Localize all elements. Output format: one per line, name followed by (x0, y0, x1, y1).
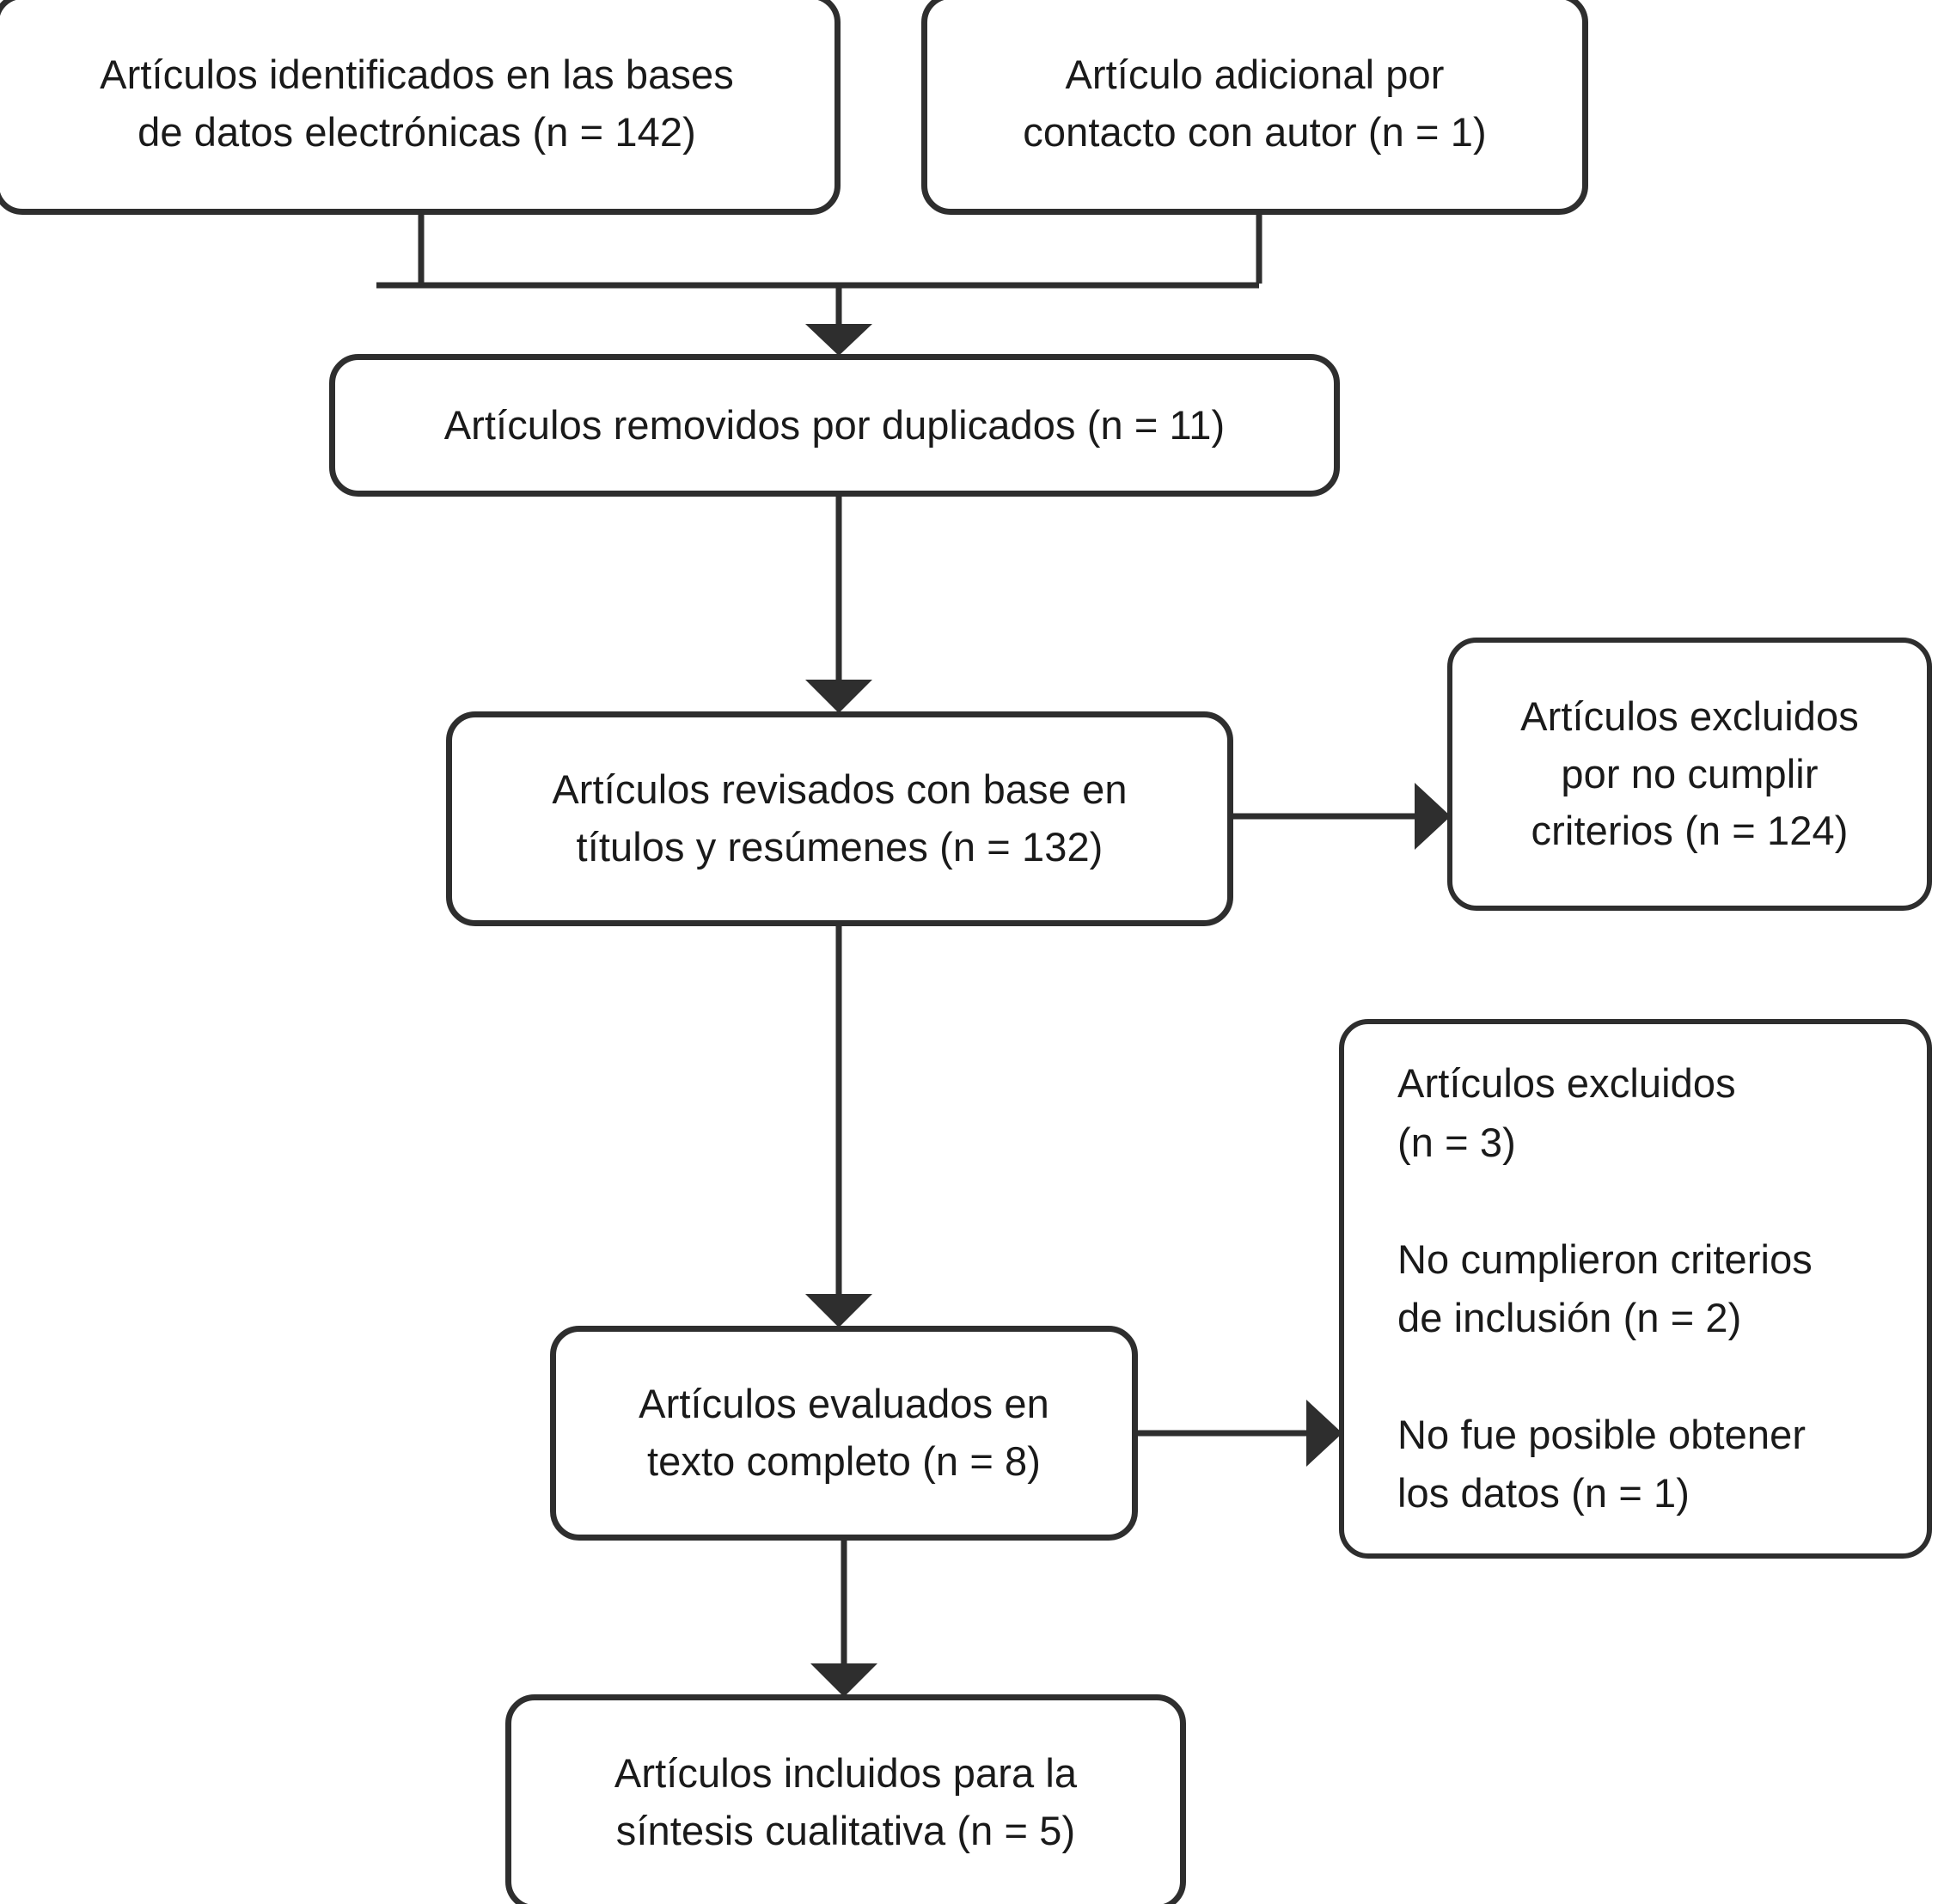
node-duplicates-removed[interactable]: Artículos removidos por duplicados (n = … (329, 354, 1340, 497)
node-fulltext-assessed-label: Artículos evaluados en texto completo (n… (639, 1381, 1049, 1484)
node-additional-article-label: Artículo adicional por contacto con auto… (1023, 52, 1487, 155)
connector-fulltext-to-excluded-detail (1138, 1400, 1342, 1467)
node-excluded-criteria[interactable]: Artículos excluidos por no cumplir crite… (1447, 638, 1932, 911)
node-articles-identified[interactable]: Artículos identificados en las bases de … (0, 0, 841, 215)
node-articles-included[interactable]: Artículos incluidos para la síntesis cua… (505, 1694, 1186, 1904)
node-duplicates-removed-label: Artículos removidos por duplicados (n = … (443, 401, 1226, 448)
node-excluded-criteria-label: Artículos excluidos por no cumplir crite… (1520, 693, 1859, 854)
node-fulltext-assessed[interactable]: Artículos evaluados en texto completo (n… (550, 1326, 1138, 1541)
connector-screened-to-excluded-criteria (1233, 783, 1451, 850)
connector-fulltext-to-included (810, 1541, 877, 1697)
node-excluded-detail-label: Artículos excluidos (n = 3) No cumpliero… (1397, 1060, 1813, 1516)
node-articles-included-label: Artículos incluidos para la síntesis cua… (614, 1750, 1078, 1853)
node-articles-identified-label: Artículos identificados en las bases de … (100, 52, 734, 155)
node-articles-screened-label: Artículos revisados con base en títulos … (552, 766, 1128, 870)
node-articles-screened[interactable]: Artículos revisados con base en títulos … (446, 711, 1233, 926)
node-additional-article[interactable]: Artículo adicional por contacto con auto… (921, 0, 1588, 215)
connector-duplicates-to-screened (805, 497, 872, 713)
connector-merge-to-duplicates (805, 285, 872, 356)
node-excluded-detail[interactable]: Artículos excluidos (n = 3) No cumpliero… (1339, 1019, 1932, 1559)
connector-screened-to-fulltext (805, 926, 872, 1327)
connector-top-merge (376, 209, 1262, 289)
